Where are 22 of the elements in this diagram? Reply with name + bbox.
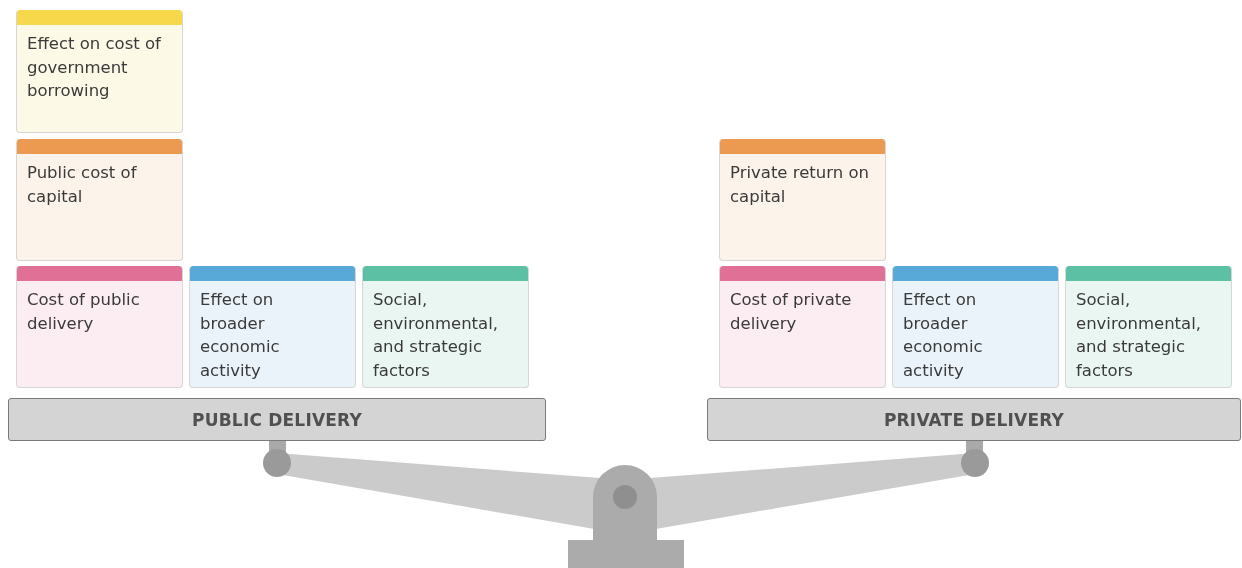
factor-label: Social, environmental, and strategic factors [1076, 289, 1203, 382]
factor-card [189, 266, 356, 388]
factor-label: Private return on capital [730, 162, 871, 208]
factor-label: Public cost of capital [27, 162, 138, 208]
pan-label: PUBLIC DELIVERY [192, 409, 362, 430]
factor-label: Cost of private delivery [730, 289, 853, 335]
factor-card [16, 139, 183, 261]
factor-card [719, 139, 886, 261]
factor-card [362, 266, 529, 388]
factor-label: Effect on broader economic activity [200, 289, 281, 382]
factor-card [892, 266, 1059, 388]
factor-label: Effect on cost of government borrowing [27, 33, 162, 102]
factor-card [16, 266, 183, 388]
factor-label: Cost of public delivery [27, 289, 141, 335]
factor-card [1065, 266, 1232, 388]
pan-label: PRIVATE DELIVERY [883, 409, 1065, 430]
factor-label: Effect on broader economic activity [903, 289, 984, 382]
scale-pan-bar [8, 398, 546, 441]
factor-label: Social, environmental, and strategic factors [373, 289, 500, 382]
factor-card [16, 10, 183, 133]
factor-card [719, 266, 886, 388]
scale-pan-bar [707, 398, 1241, 441]
